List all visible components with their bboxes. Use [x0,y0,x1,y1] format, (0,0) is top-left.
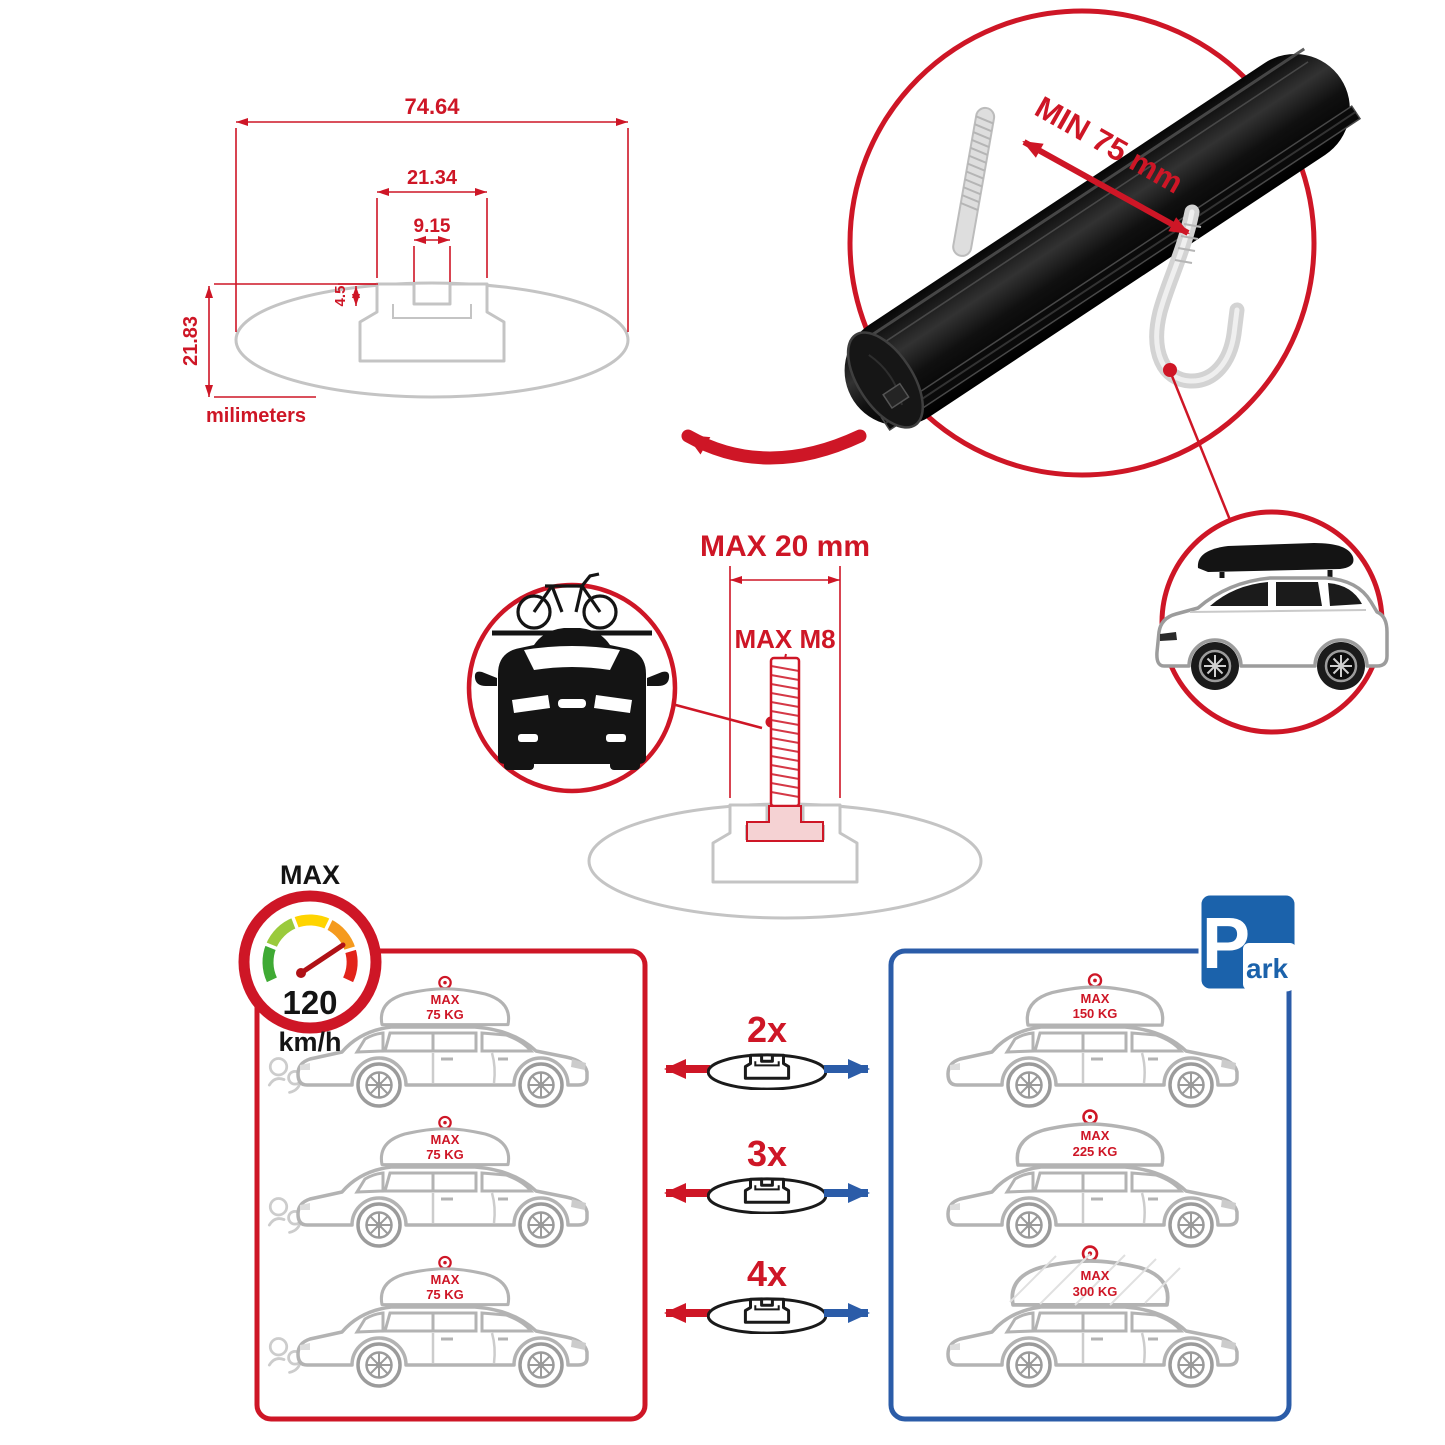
multiplier-label: 2x [747,1009,787,1050]
park-suffix: ark [1246,953,1288,984]
suv-roofbox-icon [1155,509,1389,735]
park-sign: P ark [1198,892,1298,992]
dim-total-width: 74.64 [404,94,460,119]
profile-cross-section-icon [234,281,630,399]
clamp-point-dot [1163,363,1177,377]
unit-note: milimeters [206,405,306,427]
speedometer-icon: MAX 120 km/h [238,860,382,1057]
max-thread-label: MAX M8 [734,624,835,654]
bar-end-cap [846,331,925,429]
bag-texture [1009,1253,1181,1306]
driving-panel-cars: MAX 75 KG MAX 75 KG MAX 75 KG [267,975,587,1386]
crossbar-section-icon [707,1178,827,1214]
multiplier-column: 2x 3x 4x [664,1009,870,1334]
bag-weight-label: 225 KG [1073,1144,1118,1159]
bag-max-label: MAX [1081,1128,1110,1143]
bike-icon [516,572,618,630]
bag-max-label: MAX [1081,1268,1110,1283]
parked-panel-cars: MAX 150 KG MAX 225 KG MAX 300 KG [948,973,1237,1386]
crossbar-render [844,47,1362,431]
dim-step-height: 4.5 [332,286,349,307]
bag-weight-label: 75 KG [426,1147,464,1162]
roof-box [1197,543,1354,572]
min-distance-arrow [1022,139,1190,236]
park-letter: P [1202,904,1250,984]
bolt-diagram: MAX 20 mm MAX M8 [587,530,983,920]
speed-value: 120 [282,984,337,1021]
bolt-pointer-line [671,702,763,730]
connector-line [1170,375,1232,521]
dim-slot-width: 9.15 [414,216,451,237]
bolt-dimension-lines [729,566,841,798]
bag-max-label: MAX [431,1132,460,1147]
bag-max-label: MAX [431,992,460,1007]
dim-total-height: 21.83 [180,316,202,366]
bag-max-label: MAX [431,1272,460,1287]
speed-max-label: MAX [280,860,340,890]
cross-section-diagram: 74.64 21.34 9.15 4.5 21.83 milimeters [180,94,630,427]
bag-max-label: MAX [1081,991,1110,1006]
dim-channel-width: 21.34 [407,167,458,189]
crossbar-detail-section: MIN 75 mm [681,8,1362,521]
suv-wheels [1191,642,1365,690]
dimension-lines [205,118,629,398]
u-bolt-back-rod-icon [952,106,996,257]
crossbar-section-icon [707,1298,827,1334]
bolt-icon [746,656,824,842]
bag-weight-label: 300 KG [1073,1284,1118,1299]
gauge-arc [262,914,359,983]
crossbar-section-icon [707,1054,827,1090]
zoom-circle [847,8,1317,478]
bag-weight-label: 75 KG [426,1007,464,1022]
gauge-needle [298,942,346,976]
bag-weight-label: 75 KG [426,1287,464,1302]
speed-unit: km/h [278,1027,341,1057]
suv-body [1155,576,1389,668]
pointer-arrow-to-diagram [681,429,867,465]
bike-car-icon [466,572,678,794]
bag-weight-label: 150 KG [1073,1006,1118,1021]
multiplier-label: 3x [747,1133,787,1174]
max-width-label: MAX 20 mm [700,530,870,563]
multiplier-label: 4x [747,1253,787,1294]
t-nut [746,805,824,842]
u-bolt-hook-icon [1149,204,1245,389]
